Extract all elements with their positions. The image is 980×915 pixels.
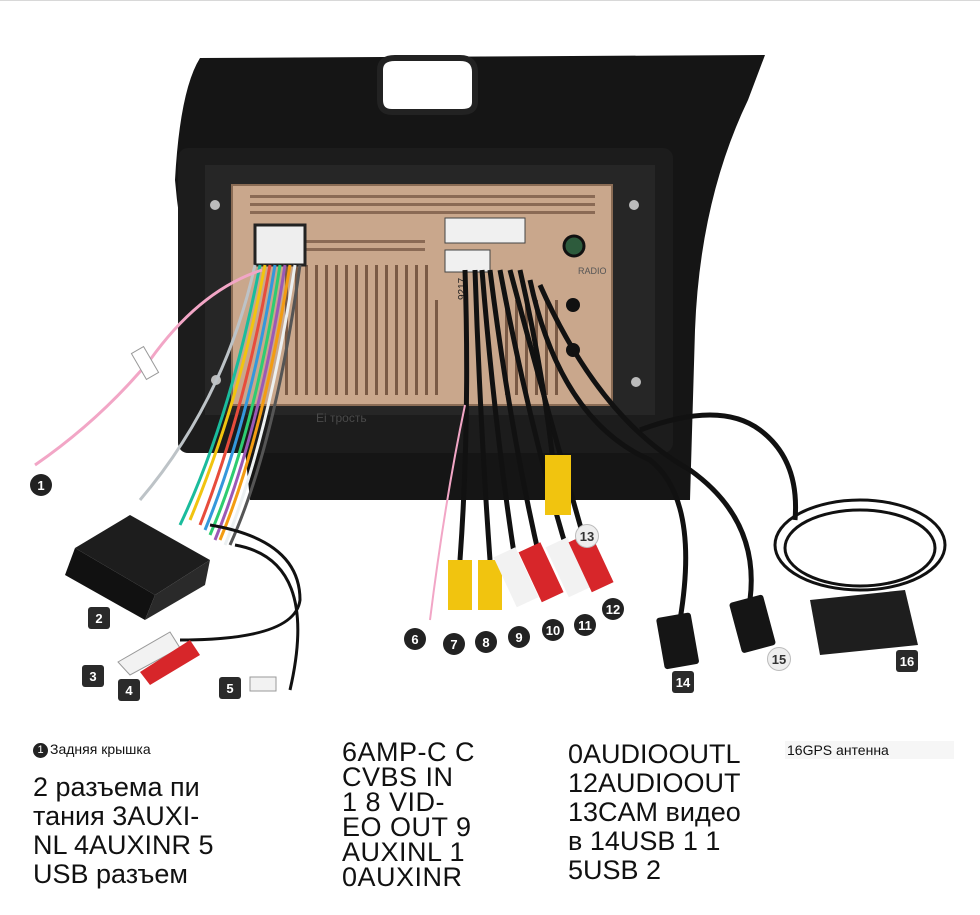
caption-line: 1 8 VID-	[342, 787, 446, 817]
caption-column-2: 6AMP-C C CVBS IN 1 8 VID- EO OUT 9 AUXIN…	[342, 740, 482, 890]
gps-antenna	[810, 590, 918, 655]
power-connector	[253, 223, 307, 267]
caption-gps-antenna: 16GPS антенна	[785, 741, 954, 759]
bezel-handle	[377, 55, 478, 115]
gps-jack	[566, 298, 580, 312]
caption-line: EO OUT 9	[342, 812, 472, 842]
caption-line: 0AUDIOOUTL	[568, 740, 741, 769]
callout-9: 9	[508, 626, 530, 648]
caption-column-1: 2 разъема пи тания 3AUXI- NL 4AUXINR 5 U…	[33, 773, 273, 889]
rca-cables	[457, 269, 593, 561]
callout-1: 1	[30, 474, 52, 496]
screw	[631, 377, 641, 387]
callout-14: 14	[672, 671, 694, 693]
aux-rca-plugs	[117, 631, 200, 685]
radio-jack	[562, 234, 586, 258]
iso-connector	[65, 515, 210, 620]
caption-num-1: 1	[33, 742, 48, 758]
aux-connector-2	[444, 249, 491, 273]
usb-plug-1	[656, 612, 699, 670]
callout-4: 4	[118, 679, 140, 701]
screw	[210, 200, 220, 210]
usb-plug-2	[729, 594, 776, 653]
callout-15: 15	[767, 647, 791, 671]
gps-coil	[773, 498, 947, 592]
caption-line: тания 3AUXI-	[33, 801, 200, 831]
caption-line: 6AMP-C C	[342, 740, 476, 767]
callout-8: 8	[475, 631, 497, 653]
callout-2: 2	[88, 607, 110, 629]
screw	[629, 200, 639, 210]
rca-plugs	[448, 455, 614, 610]
caption-rear-cover-text: Задняя крышка	[50, 741, 151, 757]
caption-line: 12AUDIOOUT	[568, 768, 741, 798]
usb-cables	[527, 279, 799, 621]
blue-wire	[429, 404, 466, 621]
caption-line: CVBS IN	[342, 762, 454, 792]
caption-line: USB разъем	[33, 859, 188, 889]
usb-plug-small	[249, 676, 277, 692]
caption-line: 13CAM видео	[568, 797, 741, 827]
caption-line: 2 разъема пи	[33, 772, 200, 802]
caption-line: 0AUXINR	[342, 862, 463, 891]
callout-13: 13	[575, 524, 599, 548]
caption-line: NL 4AUXINR 5	[33, 830, 214, 860]
callout-3: 3	[82, 665, 104, 687]
panel-watermark: Ei трость	[316, 411, 367, 425]
callout-5: 5	[219, 677, 241, 699]
caption-line: AUXINL 1	[342, 837, 466, 867]
caption-column-3: 0AUDIOOUTL 12AUDIOOUT 13CAM видео в 14US…	[568, 740, 743, 885]
aux-cable	[179, 523, 302, 642]
callout-11: 11	[574, 614, 596, 636]
top-divider	[0, 0, 980, 1]
wire-harness	[138, 264, 302, 546]
callout-6: 6	[404, 628, 426, 650]
aux-connector	[444, 217, 526, 244]
top-vents	[250, 195, 595, 251]
callout-16: 16	[896, 650, 918, 672]
callout-12: 12	[602, 598, 624, 620]
radio-label: RADIO	[578, 266, 607, 276]
product-photo: RADIO 9217	[34, 55, 947, 692]
panel-code: 9217	[457, 277, 468, 300]
callout-10: 10	[542, 619, 564, 641]
caption-line: 5USB 2	[568, 855, 662, 885]
callout-7: 7	[443, 633, 465, 655]
caption-line: в 14USB 1 1	[568, 826, 721, 856]
